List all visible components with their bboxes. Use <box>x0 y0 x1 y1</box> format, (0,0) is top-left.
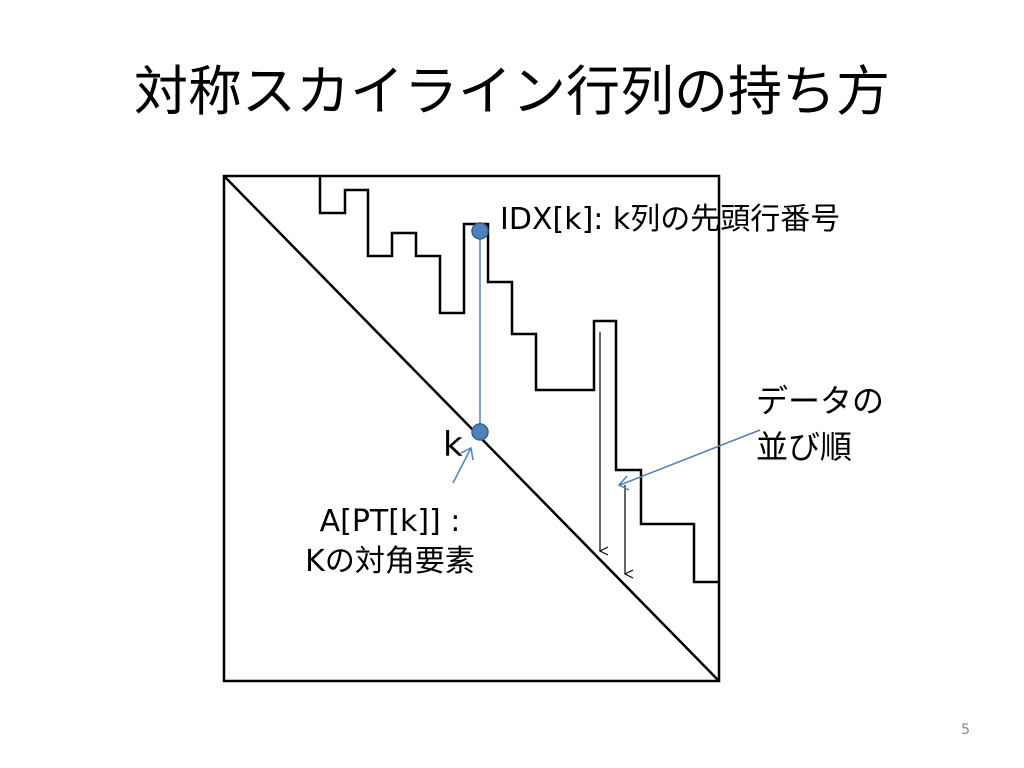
data-order-label-line-1: データの <box>756 382 885 420</box>
idx-label: IDX[k]: k列の先頭行番号 <box>500 202 841 237</box>
matrix-frame <box>222 174 721 683</box>
data-order-label-line-2: 並び順 <box>756 428 853 466</box>
k-label: k <box>443 425 463 465</box>
diagonal-callout-arrowhead <box>460 446 474 461</box>
data-order-callout-arrowhead <box>617 475 630 491</box>
data-order-callout-line <box>619 429 761 486</box>
page-number: 5 <box>961 722 970 738</box>
diagonal-callout-line <box>452 447 472 484</box>
matrix-diagonal <box>223 175 720 682</box>
column-head-marker <box>471 222 489 240</box>
diagonal-element-marker <box>471 423 489 441</box>
diagonal-element-label-line-2: Kの対角要素 <box>305 544 475 579</box>
data-order-label: データの 並び順 <box>756 378 884 470</box>
skyline-profile <box>318 176 719 584</box>
slide-title: 対称スカイライン行列の持ち方 <box>134 60 890 123</box>
diagonal-element-label-line-1: A[PT[k]] : <box>319 504 461 539</box>
diagonal-element-label: A[PT[k]] : Kの対角要素 <box>270 502 510 582</box>
